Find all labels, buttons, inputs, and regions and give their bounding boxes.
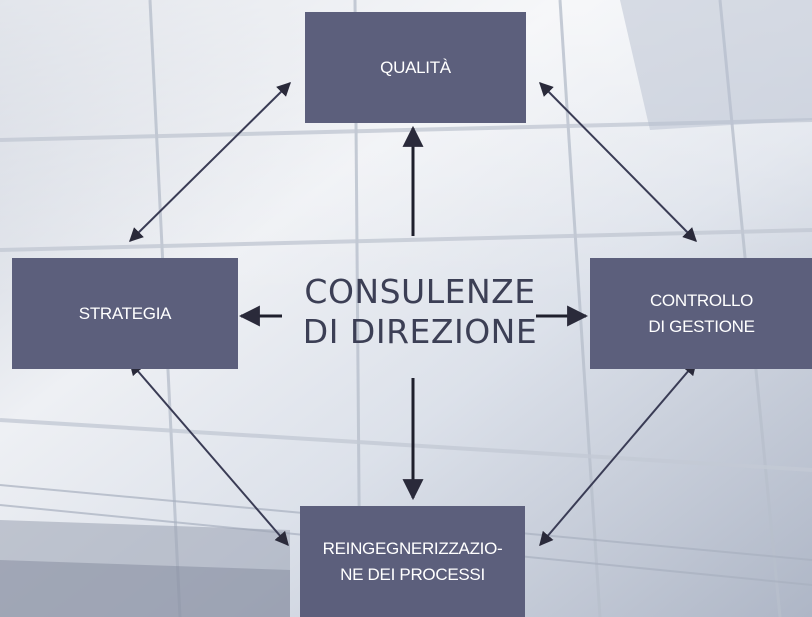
node-strategia: STRATEGIA: [12, 258, 238, 369]
node-reingegnerizzazione: REINGEGNERIZZAZIO- NE DEI PROCESSI: [300, 506, 525, 617]
center-title-line2: DI DIREZIONE: [302, 312, 538, 351]
node-qualita: QUALITÀ: [305, 12, 526, 123]
node-qualita-label: QUALITÀ: [380, 57, 451, 77]
arrow-top-right: [539, 82, 697, 242]
node-controllo-line2: DI GESTIONE: [648, 316, 755, 336]
arrow-top-left: [129, 82, 291, 242]
node-reingegnerizzazione-line1: REINGEGNERIZZAZIO-: [322, 538, 503, 558]
node-controllo-line1: CONTROLLO: [649, 290, 754, 310]
center-title: CONSULENZE DI DIREZIONE: [270, 272, 570, 352]
center-title-line1: CONSULENZE: [304, 272, 536, 311]
arrow-bottom-right: [539, 360, 697, 547]
arrow-bottom-left: [129, 360, 289, 547]
node-reingegnerizzazione-line2: NE DEI PROCESSI: [340, 564, 485, 584]
node-strategia-label: STRATEGIA: [78, 303, 172, 323]
node-controllo-di-gestione: CONTROLLO DI GESTIONE: [590, 258, 812, 369]
